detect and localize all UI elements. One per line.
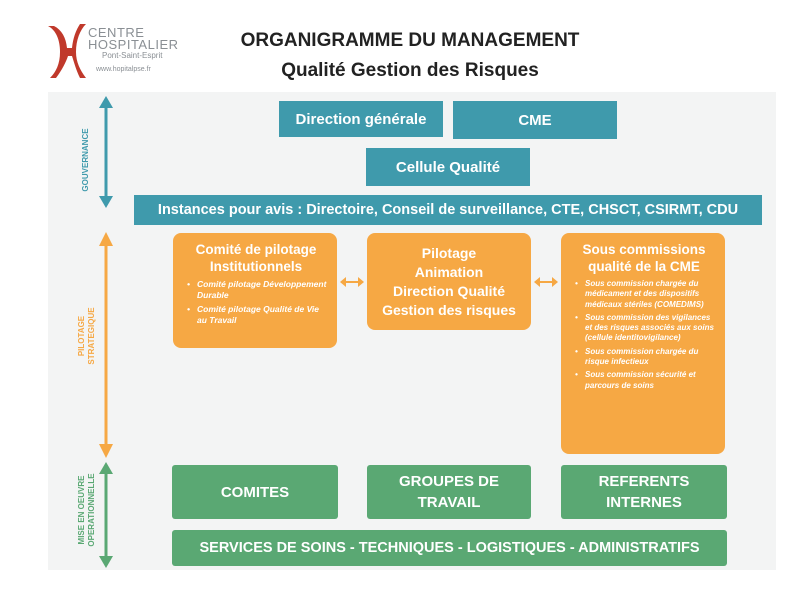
logo-text-url: www.hopitalpse.fr bbox=[96, 66, 151, 73]
box-services: SERVICES DE SOINS - TECHNIQUES - LOGISTI… bbox=[172, 530, 727, 566]
pilotage-line3: Direction Qualité bbox=[392, 282, 506, 299]
list-item: Sous commission chargée du médicament et… bbox=[575, 279, 717, 310]
label-mise-line2: OPERATIONNELLE bbox=[87, 473, 96, 547]
connector-left-center bbox=[340, 277, 364, 287]
label-mise-en-oeuvre: MISE EN OEUVRE OPERATIONNELLE bbox=[77, 450, 97, 570]
logo-text-city: Pont-Saint-Esprit bbox=[102, 51, 163, 60]
sous-commissions-title-line1: Sous commissions bbox=[582, 242, 706, 257]
referents-line2: INTERNES bbox=[606, 494, 682, 511]
operationnel-double-arrow bbox=[99, 462, 113, 568]
pilotage-line2: Animation bbox=[414, 263, 484, 280]
box-sous-commissions: Sous commissions qualité de la CME Sous … bbox=[561, 233, 725, 454]
box-direction-generale: Direction générale bbox=[279, 101, 443, 137]
box-instances-pour-avis: Instances pour avis : Directoire, Consei… bbox=[134, 195, 762, 225]
comite-pilotage-title-line1: Comité de pilotage bbox=[195, 242, 317, 257]
label-pilotage-line1: PILOTAGE bbox=[77, 315, 86, 357]
page-subtitle: Qualité Gestion des Risques bbox=[281, 60, 539, 81]
label-gouvernance: GOUVERNANCE bbox=[81, 128, 90, 192]
list-item: Comité pilotage Développement Durable bbox=[187, 279, 329, 301]
referents-line1: REFERENTS bbox=[598, 473, 690, 490]
logo-text-hospitalier: HOSPITALIER bbox=[88, 37, 179, 52]
groupes-line2: TRAVAIL bbox=[417, 494, 481, 511]
box-comite-pilotage: Comité de pilotage Institutionnels Comit… bbox=[173, 233, 337, 348]
gouvernance-double-arrow bbox=[99, 96, 113, 208]
list-item: Sous commission des vigilances et des ri… bbox=[575, 313, 717, 344]
box-cellule-qualite: Cellule Qualité bbox=[366, 148, 530, 186]
box-cme: CME bbox=[453, 101, 617, 139]
box-pilotage-animation: Pilotage Animation Direction Qualité Ges… bbox=[367, 233, 531, 330]
label-pilotage-strategique: PILOTAGE STRATEGIQUE bbox=[77, 281, 97, 391]
comite-pilotage-title-line2: Institutionnels bbox=[209, 259, 303, 274]
box-referents-internes: REFERENTS INTERNES bbox=[561, 465, 727, 519]
box-groupes-de-travail: GROUPES DE TRAVAIL bbox=[367, 465, 531, 519]
list-item: Sous commission chargée du risque infect… bbox=[575, 347, 717, 368]
label-mise-line1: MISE EN OEUVRE bbox=[77, 475, 86, 545]
pilotage-line1: Pilotage bbox=[421, 244, 477, 261]
sous-commissions-title-line2: qualité de la CME bbox=[588, 259, 700, 274]
hospital-logo bbox=[48, 24, 86, 78]
box-comites: COMITES bbox=[172, 465, 338, 519]
sous-commissions-list: Sous commission chargée du médicament et… bbox=[571, 279, 717, 391]
pilotage-double-arrow bbox=[99, 232, 113, 458]
comite-pilotage-list: Comité pilotage Développement Durable Co… bbox=[183, 279, 329, 326]
list-item: Sous commission sécurité et parcours de … bbox=[575, 370, 717, 391]
page-title: ORGANIGRAMME DU MANAGEMENT bbox=[240, 30, 580, 51]
pilotage-line4: Gestion des risques bbox=[382, 301, 516, 318]
label-pilotage-line2: STRATEGIQUE bbox=[87, 307, 96, 365]
groupes-line1: GROUPES DE bbox=[398, 473, 500, 490]
connector-center-right bbox=[534, 277, 558, 287]
logo-text-centre: CENTRE bbox=[88, 25, 145, 40]
list-item: Comité pilotage Qualité de Vie au Travai… bbox=[187, 304, 329, 326]
